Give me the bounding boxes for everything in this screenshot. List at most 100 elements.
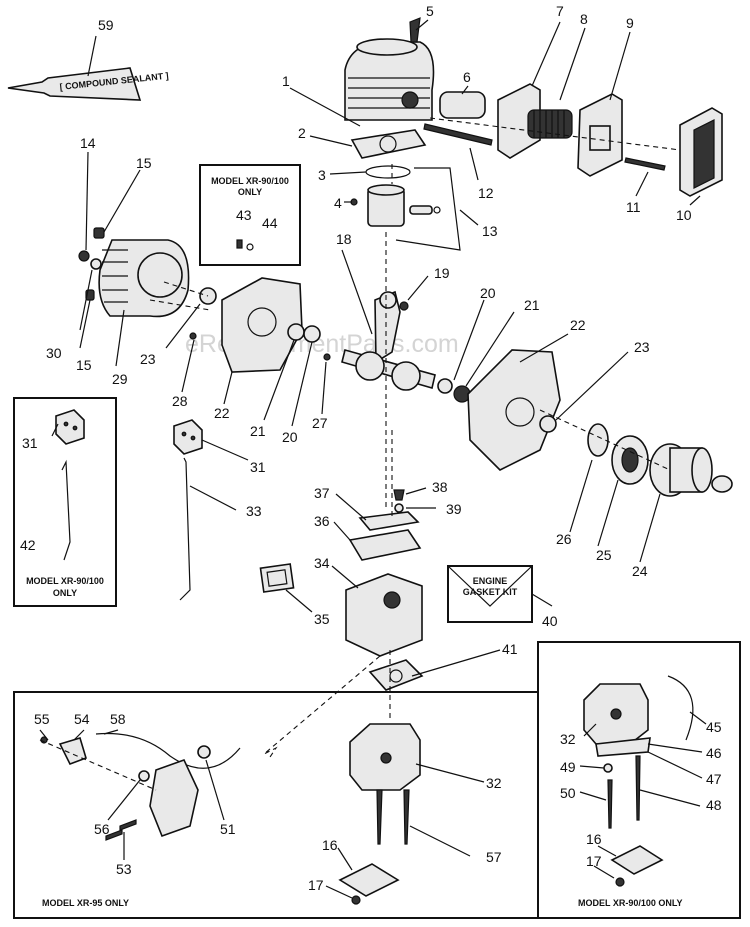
callout-3: 3 xyxy=(318,167,326,183)
callout-16b: 16 xyxy=(586,831,602,847)
callout-21a: 21 xyxy=(524,297,540,313)
cover-9 xyxy=(577,93,623,177)
washer-26 xyxy=(587,423,609,457)
box-top-line2: ONLY xyxy=(238,187,262,197)
spark-plug-5 xyxy=(409,17,421,43)
xr95-label: MODEL XR-95 ONLY xyxy=(42,898,129,908)
callout-47: 47 xyxy=(706,771,722,787)
callout-28: 28 xyxy=(172,393,188,409)
housing-34 xyxy=(345,573,423,657)
callout-41: 41 xyxy=(502,641,518,657)
muffler-6 xyxy=(439,91,486,119)
leader-lines xyxy=(39,19,707,899)
screw-50 xyxy=(607,779,613,829)
callout-39: 39 xyxy=(446,501,462,517)
box-left-line1: MODEL XR-90/100 xyxy=(26,576,104,586)
callout-19: 19 xyxy=(434,265,450,281)
callout-42: 42 xyxy=(20,537,36,553)
gasket-kit-line1: ENGINE xyxy=(473,576,508,586)
hose-45 xyxy=(667,675,694,741)
callout-31a: 31 xyxy=(22,435,38,451)
box-left-line2: ONLY xyxy=(53,588,77,598)
callout-55: 55 xyxy=(34,711,50,727)
callout-14: 14 xyxy=(80,135,96,151)
callout-12: 12 xyxy=(478,185,494,201)
screws-53 xyxy=(105,819,137,841)
callout-59: 59 xyxy=(98,17,114,33)
pump-body xyxy=(149,759,199,838)
callout-46: 46 xyxy=(706,745,722,761)
engine-gasket-kit-box: ENGINE GASKET KIT xyxy=(447,565,533,623)
part-numbers: 1 2 3 4 5 6 7 8 9 10 11 12 13 14 15 15 1… xyxy=(20,3,722,893)
drum-24 xyxy=(649,443,733,497)
callout-57: 57 xyxy=(486,849,502,865)
rod-33 xyxy=(179,457,191,601)
nut-14 xyxy=(78,250,90,262)
washer-49 xyxy=(603,763,613,773)
screw-38 xyxy=(393,489,405,501)
fitting-54 xyxy=(58,737,87,766)
washer-39 xyxy=(394,503,404,513)
callout-2: 2 xyxy=(298,125,306,141)
callout-8: 8 xyxy=(580,11,588,27)
callout-22a: 22 xyxy=(570,317,586,333)
callout-20b: 20 xyxy=(282,429,298,445)
callout-44: 44 xyxy=(262,215,278,231)
callout-35: 35 xyxy=(314,611,330,627)
callout-56: 56 xyxy=(94,821,110,837)
model-xr95-box: MODEL XR-95 ONLY xyxy=(13,691,539,919)
callout-4: 4 xyxy=(334,195,342,211)
screw-17-alt xyxy=(615,877,625,887)
callout-50: 50 xyxy=(560,785,576,801)
washer-56 xyxy=(138,770,150,782)
diaphragm-16-alt xyxy=(610,845,664,875)
callout-6: 6 xyxy=(463,69,471,85)
box-top-line1: MODEL XR-90/100 xyxy=(211,176,289,186)
gasket-37 xyxy=(358,511,420,531)
callout-13: 13 xyxy=(482,223,498,239)
gasket-2 xyxy=(350,129,427,159)
crankcase-22-right xyxy=(467,349,561,471)
xr90-bottom-label: MODEL XR-90/100 ONLY xyxy=(578,898,683,908)
callout-15b: 15 xyxy=(76,357,92,373)
callout-58: 58 xyxy=(110,711,126,727)
model-xr90-100-top-box: MODEL XR-90/100 ONLY xyxy=(199,164,301,266)
callout-38: 38 xyxy=(432,479,448,495)
callout-48: 48 xyxy=(706,797,722,813)
callout-40: 40 xyxy=(542,613,558,629)
callout-30: 30 xyxy=(46,345,62,361)
callout-21b: 21 xyxy=(250,423,266,439)
muffler-7 xyxy=(497,83,541,159)
callout-17b: 17 xyxy=(586,853,602,869)
callout-5: 5 xyxy=(426,3,434,19)
bearing-20-right xyxy=(437,378,453,394)
callout-1: 1 xyxy=(282,73,290,89)
carburetor-32 xyxy=(349,723,421,791)
bearing-21-left xyxy=(287,323,305,341)
flywheel-29 xyxy=(98,239,190,318)
model-xr90-100-bottom-box: MODEL XR-90/100 ONLY xyxy=(537,641,741,919)
screen-8 xyxy=(527,109,573,139)
cylinder xyxy=(344,38,435,121)
screws-57 xyxy=(376,789,410,845)
callout-18: 18 xyxy=(336,231,352,247)
callout-31b: 31 xyxy=(250,459,266,475)
screw-17 xyxy=(351,895,361,905)
callout-27: 27 xyxy=(312,415,328,431)
sealant-tube: [ COMPOUND SEALANT ] xyxy=(7,67,169,101)
screw-48 xyxy=(635,755,641,821)
line-58 xyxy=(95,732,241,769)
screw-12 xyxy=(423,123,493,146)
gasket-35 xyxy=(259,563,295,593)
gasket-kit-line2: GASKET KIT xyxy=(463,587,518,597)
callout-15a: 15 xyxy=(136,155,152,171)
callout-22b: 22 xyxy=(214,405,230,421)
callout-11: 11 xyxy=(626,199,641,215)
screw-15a xyxy=(93,227,105,239)
callout-17a: 17 xyxy=(308,877,324,893)
diaphragm-16 xyxy=(338,863,400,897)
callout-43: 43 xyxy=(236,207,252,223)
callout-9: 9 xyxy=(626,15,634,31)
callout-16a: 16 xyxy=(322,837,338,853)
